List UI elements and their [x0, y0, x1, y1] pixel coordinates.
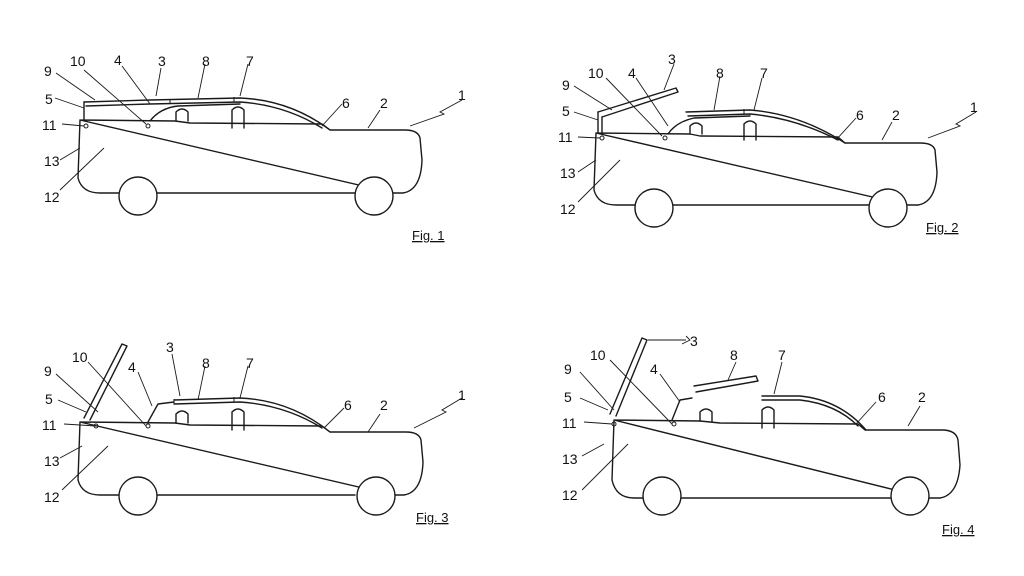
ref-11: 11 [562, 415, 577, 431]
ref-3: 3 [166, 339, 174, 355]
reference-leaders [573, 63, 977, 203]
vehicle-body [77, 421, 424, 516]
ref-1: 1 [458, 387, 466, 403]
ref-10: 10 [588, 65, 604, 81]
reference-leaders [54, 63, 463, 191]
ref-3: 3 [158, 53, 166, 69]
ref-1: 1 [458, 87, 466, 103]
ref-8: 8 [730, 347, 738, 363]
ref-11: 11 [42, 417, 57, 433]
figure-3: 1 2 3 4 5 6 7 8 9 10 11 12 13 Fig. 3 [42, 339, 466, 525]
roof-assembly [83, 97, 331, 131]
reference-leaders [55, 353, 463, 491]
ref-1: 1 [970, 99, 978, 115]
figure-caption: Fig. 3 [416, 510, 449, 525]
figure-4: 2 3 4 5 6 7 8 9 10 11 12 13 Fig. 4 [562, 333, 975, 537]
ref-9: 9 [44, 363, 52, 379]
ref-8: 8 [716, 65, 724, 81]
ref-4: 4 [114, 52, 122, 68]
ref-5: 5 [45, 91, 53, 107]
ref-7: 7 [778, 347, 786, 363]
ref-9: 9 [562, 77, 570, 93]
ref-4: 4 [628, 65, 636, 81]
roof-assembly [83, 343, 331, 433]
front-wheel [118, 176, 158, 216]
ref-6: 6 [878, 389, 886, 405]
ref-6: 6 [344, 397, 352, 413]
rear-wheel [356, 476, 396, 516]
reference-leaders [579, 335, 921, 491]
front-wheel [118, 476, 158, 516]
rear-wheel [890, 476, 930, 516]
ref-12: 12 [562, 487, 578, 503]
roof-assembly [597, 87, 846, 144]
ref-7: 7 [760, 65, 768, 81]
ref-13: 13 [562, 451, 578, 467]
vehicle-body [593, 132, 938, 228]
ref-13: 13 [44, 453, 60, 469]
ref-9: 9 [44, 63, 52, 79]
ref-4: 4 [650, 361, 658, 377]
ref-4: 4 [128, 359, 136, 375]
ref-2: 2 [918, 389, 926, 405]
ref-11: 11 [42, 117, 57, 133]
ref-5: 5 [562, 103, 570, 119]
ref-10: 10 [590, 347, 606, 363]
ref-8: 8 [202, 355, 210, 371]
front-wheel [634, 188, 674, 228]
ref-6: 6 [856, 107, 864, 123]
ref-9: 9 [564, 361, 572, 377]
ref-11: 11 [558, 129, 573, 145]
figure-caption: Fig. 4 [942, 522, 975, 537]
ref-13: 13 [44, 153, 60, 169]
ref-3: 3 [690, 333, 698, 349]
ref-10: 10 [72, 349, 88, 365]
vehicle-body [77, 119, 423, 216]
ref-2: 2 [380, 397, 388, 413]
ref-5: 5 [564, 389, 572, 405]
ref-13: 13 [560, 165, 576, 181]
rear-wheel [354, 176, 394, 216]
ref-12: 12 [44, 189, 60, 205]
ref-12: 12 [560, 201, 576, 217]
ref-10: 10 [70, 53, 86, 69]
ref-6: 6 [342, 95, 350, 111]
roof-assembly [609, 337, 867, 431]
ref-7: 7 [246, 355, 254, 371]
ref-2: 2 [380, 95, 388, 111]
figure-caption: Fig. 1 [412, 228, 445, 243]
ref-5: 5 [45, 391, 53, 407]
rear-wheel [868, 188, 908, 228]
figure-2: 1 2 3 4 5 6 7 8 9 10 11 12 13 Fig. 2 [558, 51, 978, 235]
figure-1: 1 2 3 4 5 6 7 8 9 10 11 12 13 Fig. 1 [42, 52, 466, 243]
ref-3: 3 [668, 51, 676, 67]
ref-8: 8 [202, 53, 210, 69]
vehicle-body [611, 419, 961, 516]
ref-12: 12 [44, 489, 60, 505]
ref-7: 7 [246, 53, 254, 69]
figure-caption: Fig. 2 [926, 220, 959, 235]
ref-2: 2 [892, 107, 900, 123]
front-wheel [642, 476, 682, 516]
